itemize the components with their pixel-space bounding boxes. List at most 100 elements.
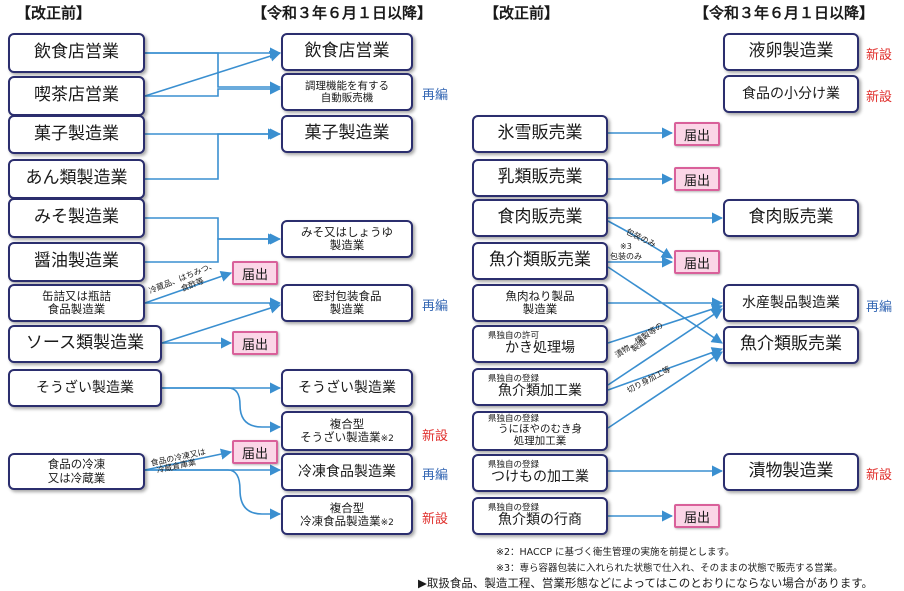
- label: 食品の小分け業: [742, 85, 840, 102]
- label: 食肉販売業: [748, 207, 834, 228]
- label-line2: 又は冷蔵業: [47, 470, 106, 485]
- arrow-kissaten-to-jihanki: [145, 83, 282, 97]
- box-after-gyokai-hanbai: 魚介類販売業: [723, 326, 859, 364]
- box-after-misoshoyu: みそ又はしょうゆ製造業: [281, 220, 413, 258]
- label: 飲食店営業: [34, 42, 119, 63]
- label: 醤油製造業: [34, 251, 119, 272]
- label: 魚介類加工業: [498, 383, 582, 400]
- box-before-gyokai-hanbai: 魚介類販売業: [472, 242, 608, 280]
- todokede-hyousetsu: 届出: [674, 122, 720, 146]
- gyoushou-sublabel: 県独自の登録: [488, 502, 540, 513]
- box-before-anrui: あん類製造業: [8, 159, 145, 199]
- box-before-reitou: 食品の冷凍又は冷蔵業: [8, 453, 145, 490]
- tag-saihen-reitou: 再編: [422, 468, 449, 483]
- footnote-haccp: ※2：HACCP に基づく衛生管理の実施を前提とします。: [496, 547, 735, 558]
- arrow-reitou-to-todokede: [144, 448, 233, 471]
- header-before-left: 【改正前】: [16, 4, 92, 22]
- label-line2: そうざい製造業※2: [300, 429, 394, 444]
- footnote-packaged: ※3：専ら容器包装に入れられた状態で仕入れ、そのままの状態で販売する営業。: [496, 563, 843, 574]
- box-after-fukugou-souzai: 複合型そうざい製造業※2: [281, 411, 413, 451]
- arrow-anrui-to-kashi: [145, 128, 280, 180]
- tag-shinsetsu-fukugou-reitou: 新設: [422, 512, 449, 527]
- label: 魚介類販売業: [740, 334, 842, 355]
- arrow-kanzume-to-todokede: [144, 271, 233, 304]
- box-before-nerisei: 魚肉ねり製品製造業: [472, 284, 608, 322]
- box-before-gyoushou: 県独自の登録魚介類の行商: [472, 497, 608, 535]
- arrow-inshokuten-to-jihanki: [145, 52, 282, 93]
- box-before-hyousetsu: 氷雪販売業: [472, 115, 608, 153]
- arrow-reitou-to-fukugou: [145, 469, 282, 520]
- box-before-shokuniku: 食肉販売業: [472, 199, 608, 237]
- todokede-gyoushou: 届出: [674, 504, 720, 528]
- label: かき処理場: [505, 340, 575, 357]
- box-before-sauce: ソース類製造業: [8, 325, 162, 363]
- arrow-shokuniku-to-todokede: [607, 220, 673, 259]
- header-after-right: 【令和３年６月１日以降】: [694, 4, 875, 22]
- box-before-shoyu: 醤油製造業: [8, 242, 145, 282]
- box-after-souzai: そうざい製造業: [281, 369, 413, 407]
- label: 飲食店営業: [304, 41, 390, 62]
- footnote-disclaimer: ▶取扱食品、製造工程、営業形態などによってはこのとおりにならない場合があります。: [418, 576, 874, 590]
- label-line2: 冷凍食品製造業※2: [300, 513, 394, 528]
- uni-sublabel: 県独自の登録: [488, 413, 540, 424]
- label: 魚介類販売業: [489, 250, 591, 271]
- label-line1: みそ又はしょうゆ: [301, 224, 393, 239]
- label-line1: 魚肉ねり製品: [505, 288, 575, 303]
- label: あん類製造業: [25, 168, 128, 189]
- box-before-souzai: そうざい製造業: [8, 369, 162, 407]
- arrow-uni-to-gyokai: [607, 351, 723, 429]
- label: 氷雪販売業: [497, 123, 583, 144]
- label: そうざい製造業: [298, 379, 396, 396]
- annotation-note3-mark: ※3: [620, 242, 632, 251]
- tag-shinsetsu-tsukemono: 新設: [866, 468, 893, 483]
- label: 菓子製造業: [34, 123, 119, 144]
- arrow-miso-to-misoshoyu: [145, 217, 282, 245]
- tag-shinsetsu-fukugou-souzai: 新設: [422, 429, 449, 444]
- box-after-suisan: 水産製品製造業: [723, 284, 859, 322]
- arrow-souzai-to-fukugou: [162, 387, 282, 433]
- todokede-nyurui: 届出: [674, 167, 720, 191]
- label-line1: 複合型: [329, 500, 365, 515]
- label: そうざい製造業: [36, 379, 134, 396]
- box-before-kaki: 県独自の許可かき処理場: [472, 325, 608, 363]
- label-line2: 処理加工業: [513, 435, 567, 448]
- arrow-kaki-to-suisan: [607, 303, 724, 344]
- box-before-kissaten: 喫茶店営業: [8, 76, 145, 116]
- todokede-reitou: 届出: [232, 440, 278, 464]
- box-after-mippu: 密封包装食品製造業: [281, 284, 413, 322]
- note2-mark: ※2: [380, 433, 394, 444]
- label-line2: 製造業: [329, 302, 365, 316]
- header-after-left: 【令和３年６月１日以降】: [252, 4, 433, 22]
- label-line2: 食品製造業: [47, 302, 106, 316]
- label-line1: 複合型: [329, 416, 365, 431]
- label-line2: 製造業: [522, 302, 558, 316]
- todokede-gyokai: 届出: [674, 250, 720, 274]
- box-before-miso: みそ製造業: [8, 198, 145, 238]
- arrow-sauce-to-mippu: [161, 302, 282, 344]
- label-line2: 自動販売機: [320, 92, 374, 104]
- box-after-tsukemono: 漬物製造業: [723, 453, 859, 491]
- todokede-sauce: 届出: [232, 331, 278, 355]
- label-line2: 製造業: [329, 238, 365, 252]
- box-before-tsukemono: 県独自の登録つけもの加工業: [472, 454, 608, 492]
- kaki-sublabel: 県独自の許可: [488, 330, 540, 341]
- box-after-ekiran: 液卵製造業: [723, 33, 859, 71]
- tag-shinsetsu-kowake: 新設: [866, 90, 893, 105]
- label: ソース類製造業: [25, 333, 145, 354]
- box-before-kanzume: 缶詰又は瓶詰食品製造業: [8, 284, 145, 322]
- label: みそ製造業: [34, 207, 119, 228]
- box-after-shokuniku: 食肉販売業: [723, 199, 859, 237]
- label: 乳類販売業: [497, 167, 583, 188]
- box-after-jihanki: 調理機能を有する自動販売機: [281, 73, 413, 111]
- box-after-fukugou-reitou: 複合型冷凍食品製造業※2: [281, 495, 413, 535]
- box-before-uni: 県独自の登録うにほやのむき身処理加工業: [472, 411, 608, 451]
- tag-shinsetsu-ekiran: 新設: [866, 48, 893, 63]
- tsukemono-sublabel: 県独自の登録: [488, 459, 540, 470]
- arrow-kakou-to-gyokai: [607, 347, 724, 391]
- arrow-kissaten-to-inshokuten: [144, 50, 282, 97]
- label: 液卵製造業: [748, 41, 834, 62]
- label: 菓子製造業: [304, 123, 390, 144]
- label-line1: 密封包装食品: [312, 288, 382, 303]
- box-after-reitou-shokuhin: 冷凍食品製造業: [281, 453, 413, 491]
